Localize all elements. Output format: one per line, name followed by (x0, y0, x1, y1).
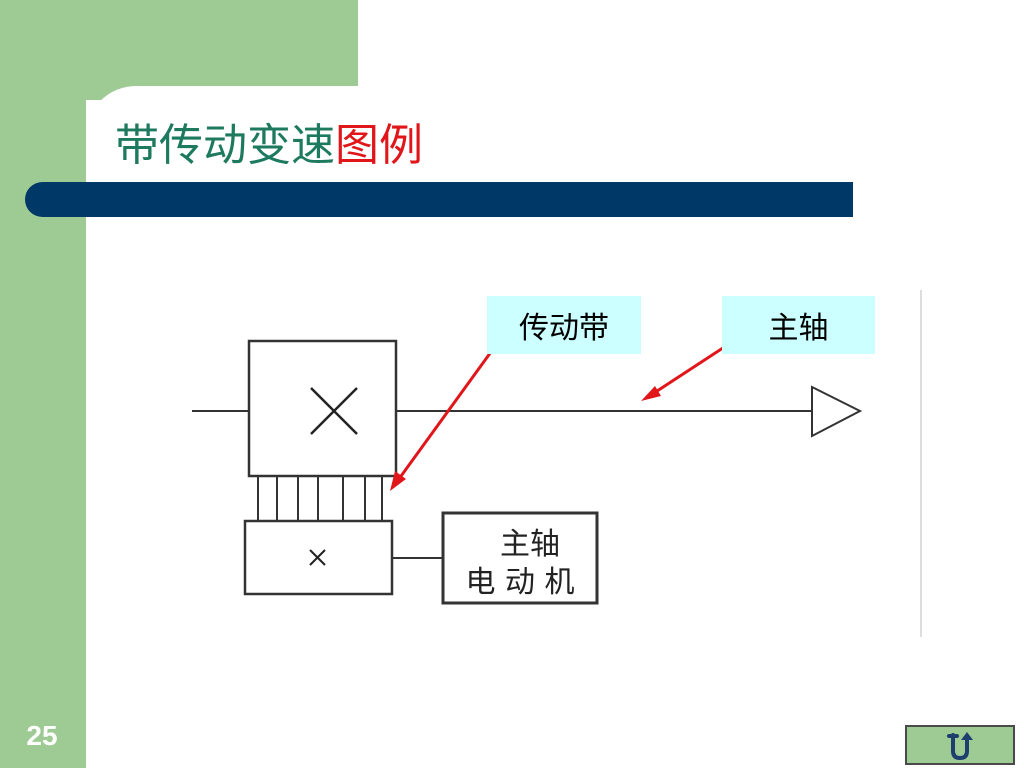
return-button[interactable] (905, 725, 1015, 765)
sidebar-band-left (0, 0, 86, 768)
sidebar-band-top (0, 0, 358, 100)
spindle-pointer-arrowhead (641, 386, 661, 401)
motor-box-line1: 主轴 (500, 527, 560, 562)
spindle-motor-box (441, 511, 599, 605)
motor-box-line2: 电 动 机 (465, 565, 574, 600)
slide-number: 25 (26, 720, 58, 751)
belt-pointer-arrowhead (390, 471, 406, 491)
motor-pulley-cross-line (309, 549, 326, 566)
spindle-arrowhead (811, 385, 863, 438)
title-underline-bar (25, 182, 853, 217)
belt-lines (257, 476, 383, 521)
spindle-pointer-arrow (650, 342, 730, 397)
title-part-main: 带传动变速 (115, 120, 335, 171)
title-part-accent: 图例 (335, 120, 423, 171)
belt-label: 传动带 (487, 296, 641, 354)
belt-pointer-arrow (394, 344, 498, 484)
spindle-label: 主轴 (722, 296, 875, 354)
spindle-pulley-box (247, 339, 398, 478)
return-u-arrow-icon (947, 732, 973, 761)
pulley-cross-line (310, 387, 358, 435)
page-title: 带传动变速图例 (115, 116, 423, 176)
